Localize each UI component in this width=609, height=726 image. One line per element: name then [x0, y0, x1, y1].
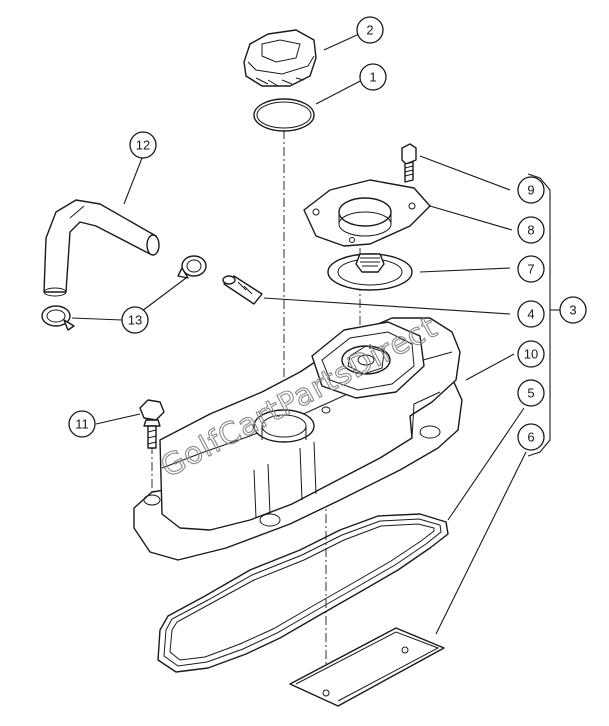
valve-cover	[133, 317, 463, 561]
callout-2: 2	[356, 16, 384, 44]
callout-6: 6	[517, 423, 545, 451]
svg-text:7: 7	[527, 262, 534, 277]
breather-cover	[303, 179, 431, 247]
cover-gasket	[157, 513, 449, 673]
oil-fill-cap	[243, 29, 317, 87]
svg-text:3: 3	[569, 303, 576, 318]
callout-1: 1	[359, 63, 387, 91]
leader-lines	[71, 29, 562, 635]
callout-13: 13	[121, 306, 149, 334]
callout-9: 9	[517, 176, 545, 204]
callout-12: 12	[129, 131, 157, 159]
baffle-plate	[289, 627, 445, 707]
svg-text:8: 8	[527, 223, 534, 238]
svg-text:10: 10	[524, 347, 538, 362]
hose-clamp-lower	[41, 305, 75, 331]
svg-text:6: 6	[527, 430, 534, 445]
svg-text:12: 12	[136, 138, 150, 153]
svg-text:5: 5	[527, 386, 534, 401]
callout-8: 8	[517, 216, 545, 244]
svg-text:13: 13	[128, 313, 142, 328]
svg-text:2: 2	[366, 23, 373, 38]
breather-screw	[401, 143, 417, 183]
callout-4: 4	[517, 300, 545, 328]
callout-11: 11	[68, 410, 96, 438]
callout-3: 3	[559, 296, 587, 324]
callout-10: 10	[517, 340, 545, 368]
callout-5: 5	[517, 379, 545, 407]
hose-clamp-upper	[177, 255, 207, 279]
svg-text:4: 4	[527, 307, 534, 322]
svg-text:1: 1	[369, 70, 376, 85]
o-ring	[253, 98, 315, 132]
breather-hose	[43, 199, 160, 297]
callout-7: 7	[517, 255, 545, 283]
breather-fitting	[222, 275, 263, 305]
breather-diaphragm	[327, 253, 413, 291]
cover-bolt	[139, 399, 165, 449]
svg-text:11: 11	[75, 417, 89, 432]
svg-text:9: 9	[527, 183, 534, 198]
